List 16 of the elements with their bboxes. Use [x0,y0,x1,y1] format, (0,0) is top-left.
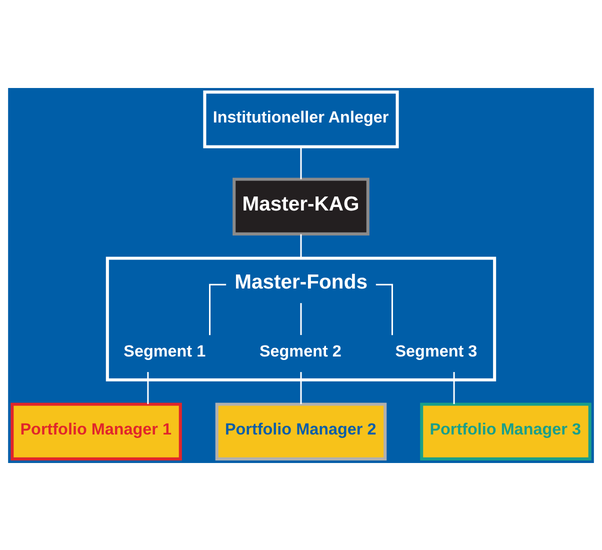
node-text: Segment 2 [259,342,342,360]
connector [300,234,302,258]
connector [300,146,302,179]
node-box: Portfolio Manager 1 [10,402,182,460]
connector [453,372,455,404]
node-box: Master-KAG [232,177,370,235]
node-box: Institutioneller Anleger [203,90,399,148]
connector [147,372,149,404]
connector [209,283,226,335]
node-box: Portfolio Manager 3 [420,402,592,460]
node-text: Segment 3 [395,342,478,360]
connector [300,302,302,335]
node-text: Segment 1 [124,342,206,360]
node-box: Portfolio Manager 2 [215,402,387,460]
connector [300,372,302,404]
connector [376,283,393,335]
